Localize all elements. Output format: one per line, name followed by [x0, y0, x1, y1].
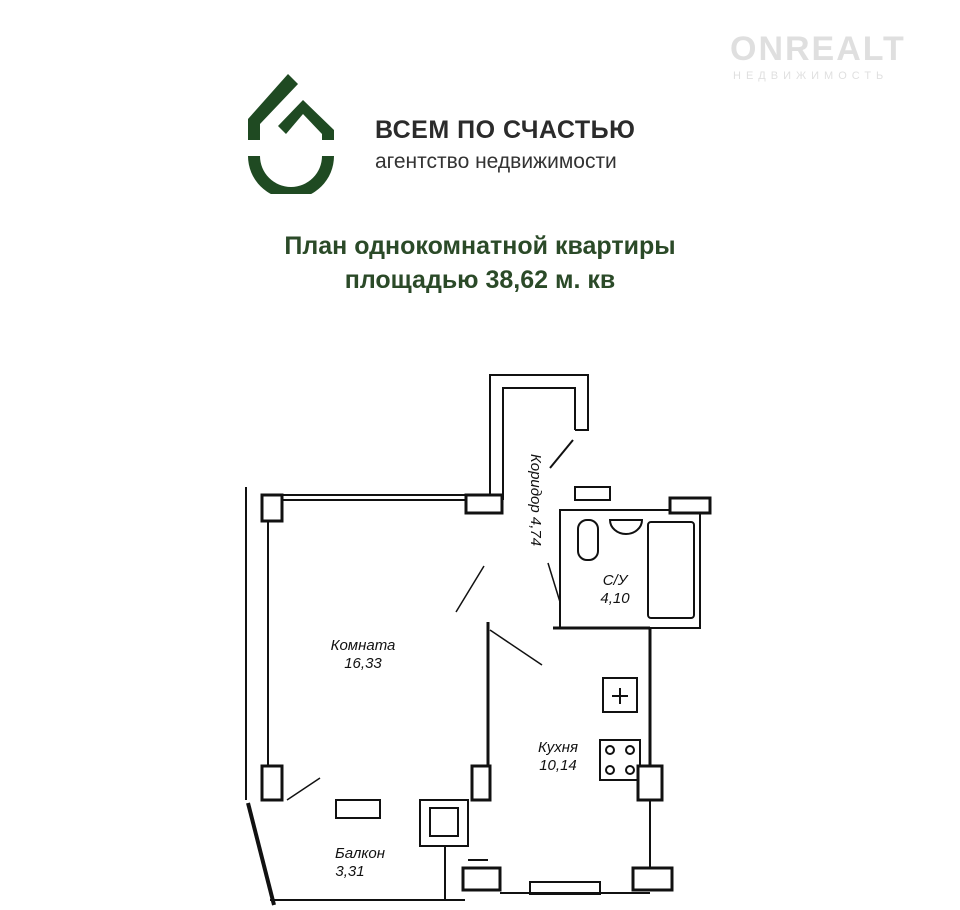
- pillars: [260, 493, 712, 892]
- corridor-label: Коридор 4,74: [527, 454, 544, 546]
- bathtub-icon: [647, 521, 695, 619]
- ventilation-shaft: [419, 799, 469, 847]
- brand-logo-icon: [248, 74, 334, 194]
- plan-title-line2: площадью 38,62 м. кв: [344, 266, 616, 294]
- washbasin-icon: [608, 519, 644, 535]
- room-label: Комната: [331, 637, 396, 654]
- kitchen-label: Кухня: [538, 739, 578, 756]
- balcony-label: Балкон: [335, 845, 385, 862]
- corridor-wall: [489, 374, 589, 500]
- kitchen-area: 10,14: [539, 757, 577, 774]
- stove-icon: [599, 739, 641, 781]
- bathroom-label: С/У: [603, 572, 629, 589]
- kitchen-sink-icon: [602, 677, 638, 713]
- brand-name: ВСЕМ ПО СЧАСТЬЮ: [375, 116, 636, 144]
- balcony-area: 3,31: [335, 863, 364, 880]
- room-area: 16,33: [344, 655, 382, 672]
- brand-subtitle: агентство недвижимости: [375, 150, 617, 173]
- watermark-text: ONREALT: [730, 30, 906, 68]
- plan-title-line1: План однокомнатной квартиры: [284, 232, 676, 260]
- toilet-icon: [577, 519, 599, 561]
- bathroom-area: 4,10: [600, 590, 630, 607]
- watermark-subtext: НЕДВИЖИМОСТЬ: [733, 70, 889, 82]
